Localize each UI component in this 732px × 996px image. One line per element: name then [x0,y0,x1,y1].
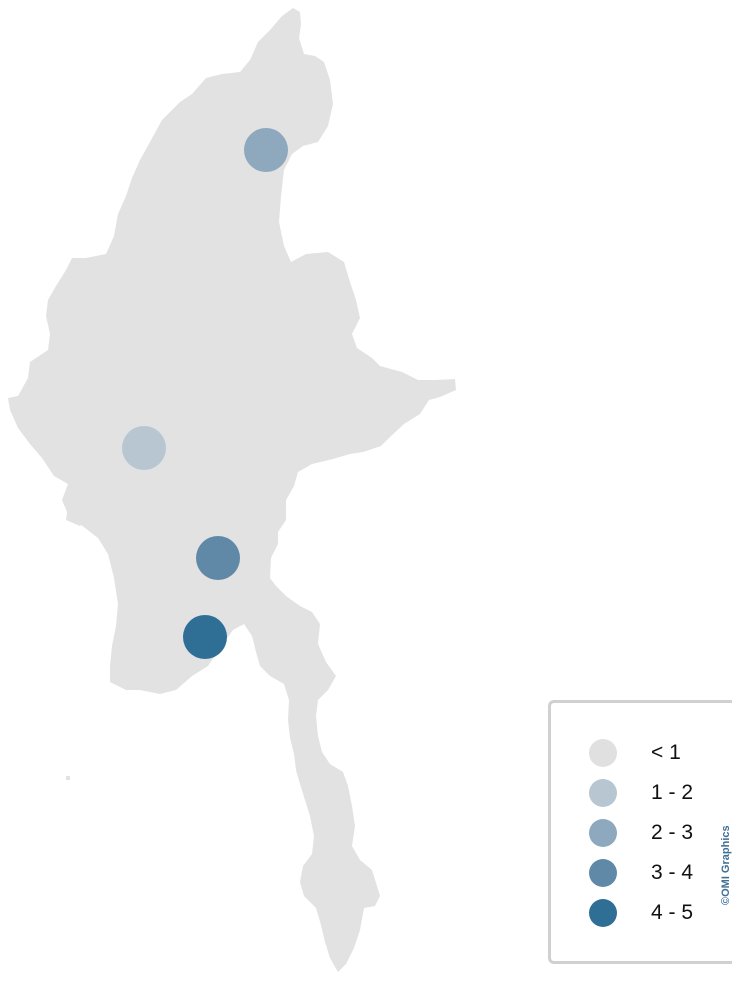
legend-item: 3 - 4 [589,857,693,889]
legend: < 1 1 - 2 2 - 3 3 - 4 4 - 5 [548,700,732,964]
marker-south[interactable] [183,615,227,659]
legend-item: < 1 [589,737,681,769]
legend-label: 4 - 5 [651,901,694,924]
legend-swatch [589,899,617,927]
legend-label: 1 - 2 [651,781,694,804]
legend-swatch [589,859,617,887]
country-shape-southern-coast [66,494,92,526]
legend-label: 3 - 4 [651,861,694,884]
legend-item: 4 - 5 [589,897,693,929]
legend-label: 2 - 3 [651,821,694,844]
marker-layer [122,128,288,659]
marker-central-south[interactable] [196,536,240,580]
legend-label: < 1 [651,741,681,764]
marker-north[interactable] [244,128,288,172]
legend-item: 2 - 3 [589,817,693,849]
small-island [66,776,70,780]
legend-swatch [589,779,617,807]
legend-item: 1 - 2 [589,777,693,809]
legend-swatch [589,739,617,767]
credit-text: ©OMI Graphics [720,825,732,905]
legend-swatch [589,819,617,847]
marker-west-central[interactable] [122,426,166,470]
country-shape [8,8,456,972]
